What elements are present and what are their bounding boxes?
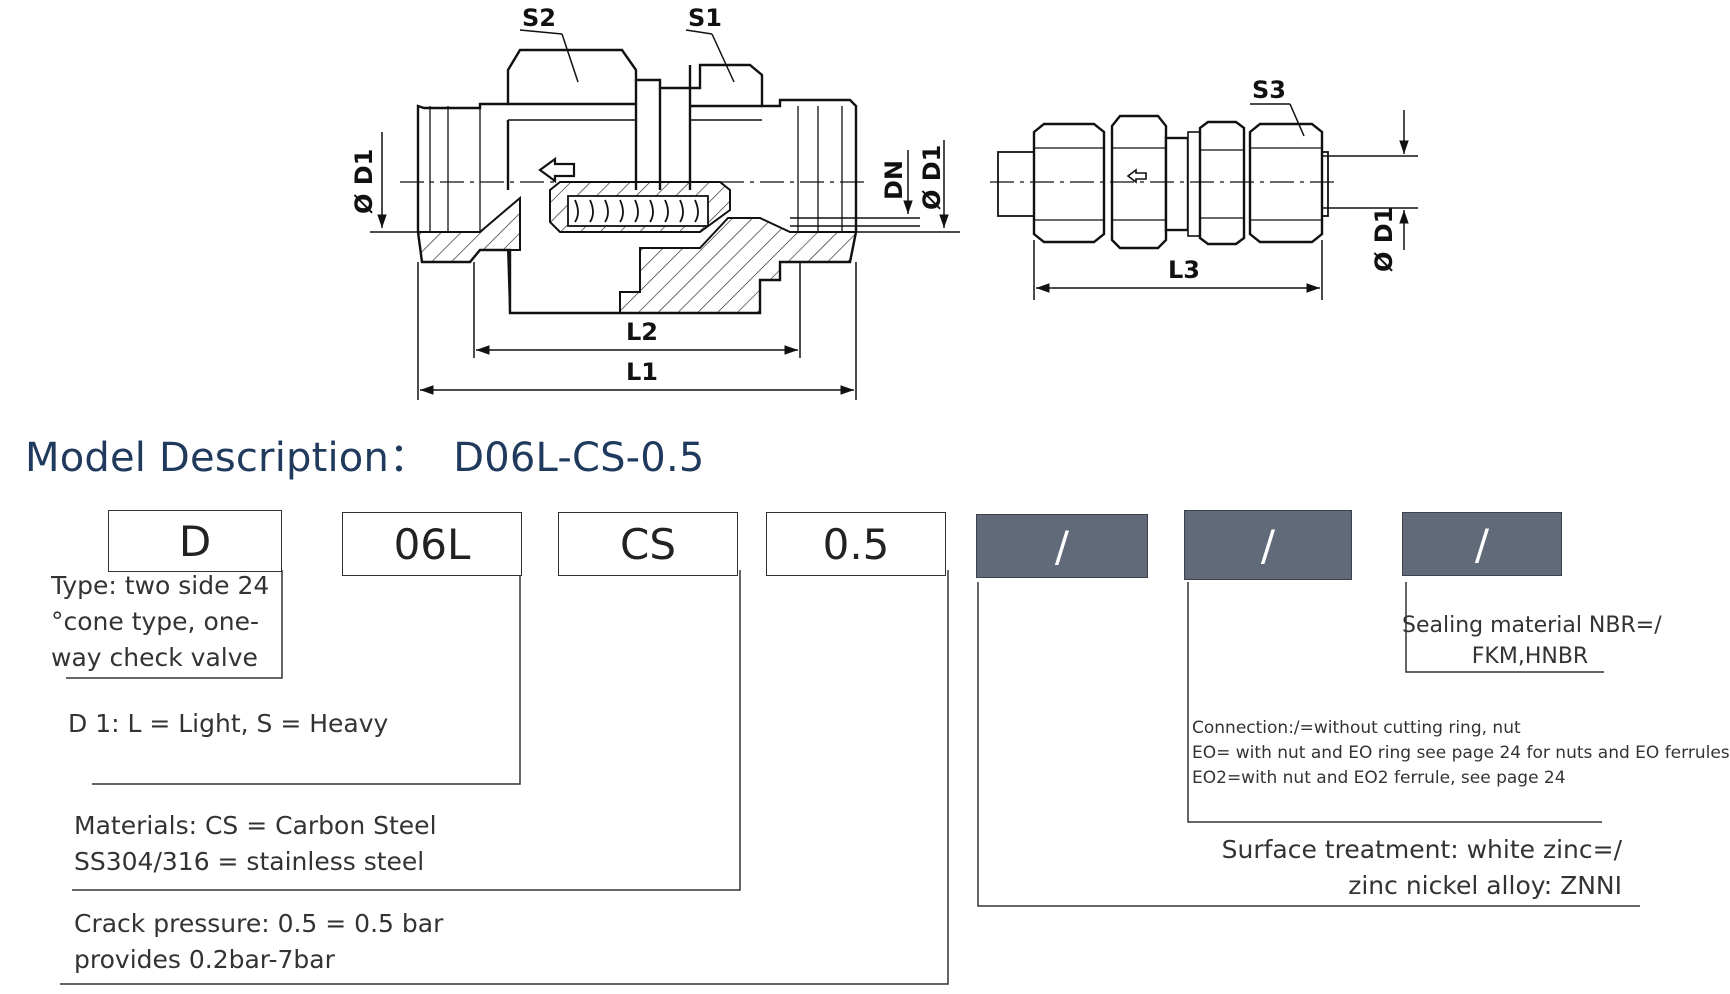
flow-arrow-small-icon xyxy=(1126,168,1147,184)
label-d1-mid: Ø D1 xyxy=(918,145,946,210)
label-d1-left: Ø D1 xyxy=(350,149,378,214)
label-s3: S3 xyxy=(1252,76,1286,104)
code-box-surface: / xyxy=(976,514,1148,578)
model-code: D06L-CS-0.5 xyxy=(453,435,705,481)
code-box-sealing: / xyxy=(1402,512,1562,576)
desc-materials: Materials: CS = Carbon Steel SS304/316 =… xyxy=(74,811,437,876)
label-s2: S2 xyxy=(522,4,556,32)
code-box-pressure: 0.5 xyxy=(766,512,946,576)
connector-lines xyxy=(60,570,1640,985)
desc-d1: D 1: L = Light, S = Heavy xyxy=(68,709,389,738)
spring xyxy=(567,195,709,227)
label-l2: L2 xyxy=(626,318,658,346)
technical-drawing: S2 S1 S3 L2 L1 L3 DN Ø D1 Ø D1 Ø D1 xyxy=(350,4,1418,400)
label-dn: DN xyxy=(880,160,908,200)
desc-crack-pressure: Crack pressure: 0.5 = 0.5 bar provides 0… xyxy=(74,909,444,974)
label-s1: S1 xyxy=(688,4,722,32)
desc-connection: Connection:/=without cutting ring, nut E… xyxy=(1192,718,1730,788)
page-title: Model Description： D06L-CS-0.5 xyxy=(25,425,705,483)
desc-type: Type: two side 24 °cone type, one- way c… xyxy=(51,571,270,672)
label-l1: L1 xyxy=(626,358,658,386)
label-l3: L3 xyxy=(1168,256,1200,284)
check-valve-exterior-view xyxy=(997,114,1329,250)
code-box-type: D xyxy=(108,510,282,572)
desc-surface: Surface treatment: white zinc=/ zinc nic… xyxy=(1221,835,1622,900)
code-box-connection: / xyxy=(1184,510,1352,580)
code-box-material: CS xyxy=(558,512,738,576)
flow-arrow-icon xyxy=(538,156,576,184)
label-d1-right: Ø D1 xyxy=(1370,207,1398,272)
code-box-size: 06L xyxy=(342,512,522,576)
title-label: Model Description： xyxy=(25,435,430,481)
desc-sealing: Sealing material NBR=/ FKM,HNBR xyxy=(1402,613,1662,669)
